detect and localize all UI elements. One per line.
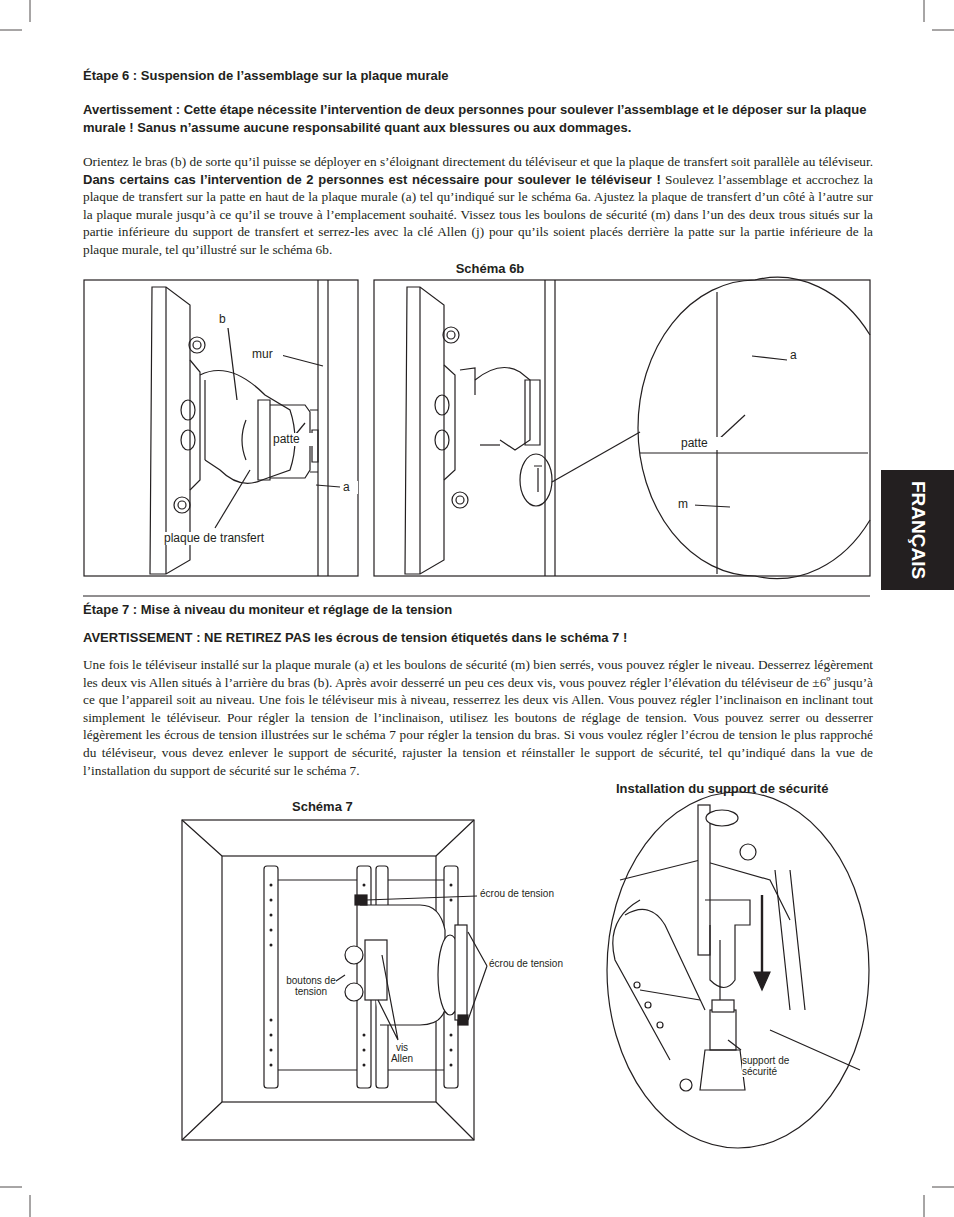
part-label: patte bbox=[273, 432, 300, 446]
label-block: patte bbox=[272, 433, 314, 446]
language-tab: FRANÇAIS bbox=[881, 470, 954, 590]
paragraph: Orientez le bras (b) de sorte qu’il puis… bbox=[83, 153, 873, 259]
heading-text: AVERTISSEMENT : NE RETIREZ PAS les écrou… bbox=[83, 630, 627, 645]
part-label: patte bbox=[681, 436, 708, 450]
label-block: m bbox=[677, 498, 695, 511]
label-block: a bbox=[342, 481, 358, 494]
label-block: boutons de tension bbox=[284, 975, 338, 997]
part-label: vis Allen bbox=[391, 1042, 413, 1064]
label-block: écrou de tension bbox=[480, 888, 590, 899]
part-label: a bbox=[343, 480, 350, 494]
body-text: Dans certains cas l’intervention de 2 pe… bbox=[83, 172, 661, 187]
heading-text: Installation du support de sécurité bbox=[616, 781, 828, 796]
label-block: écrou de tension bbox=[489, 958, 599, 969]
part-label: écrou de tension bbox=[489, 958, 563, 969]
part-label: plaque de transfert bbox=[164, 531, 264, 545]
label-block: plaque de transfert bbox=[163, 532, 305, 545]
heading-text: Schéma 7 bbox=[292, 799, 353, 814]
label-block: patte bbox=[680, 437, 722, 450]
label-block: vis Allen bbox=[386, 1042, 418, 1064]
heading-text: Avertissement : Cette étape nécessite l’… bbox=[83, 102, 866, 135]
label-block: a bbox=[789, 349, 805, 362]
part-label: écrou de tension bbox=[480, 888, 554, 899]
heading-text: Étape 6 : Suspension de l’assemblage sur… bbox=[83, 68, 449, 83]
heading-block: Installation du support de sécurité bbox=[616, 780, 876, 798]
part-label: support de sécurité bbox=[742, 1055, 789, 1077]
heading-block: Étape 6 : Suspension de l’assemblage sur… bbox=[83, 67, 873, 85]
label-block: b bbox=[218, 313, 234, 326]
heading-text: Schéma 6b bbox=[456, 261, 525, 276]
label-block: mur bbox=[251, 348, 283, 361]
tab-text: FRANÇAIS bbox=[907, 481, 929, 579]
part-label: a bbox=[790, 348, 797, 362]
heading-text: Étape 7 : Mise à niveau du moniteur et r… bbox=[83, 602, 452, 617]
body-text: Orientez le bras (b) de sorte qu’il puis… bbox=[83, 154, 873, 169]
part-label: m bbox=[678, 497, 688, 511]
label-block: support de sécurité bbox=[742, 1055, 804, 1077]
part-label: mur bbox=[252, 347, 273, 361]
part-label: b bbox=[219, 312, 226, 326]
heading-block: Schéma 7 bbox=[292, 798, 412, 816]
heading-block: AVERTISSEMENT : NE RETIREZ PAS les écrou… bbox=[83, 629, 873, 647]
paragraph: Une fois le téléviseur installé sur la p… bbox=[83, 656, 873, 779]
body-text: Une fois le téléviseur installé sur la p… bbox=[83, 657, 873, 778]
heading-block: Schéma 6b bbox=[380, 260, 600, 278]
heading-block: Avertissement : Cette étape nécessite l’… bbox=[83, 101, 873, 137]
part-label: boutons de tension bbox=[286, 975, 336, 997]
heading-block: Étape 7 : Mise à niveau du moniteur et r… bbox=[83, 601, 873, 619]
